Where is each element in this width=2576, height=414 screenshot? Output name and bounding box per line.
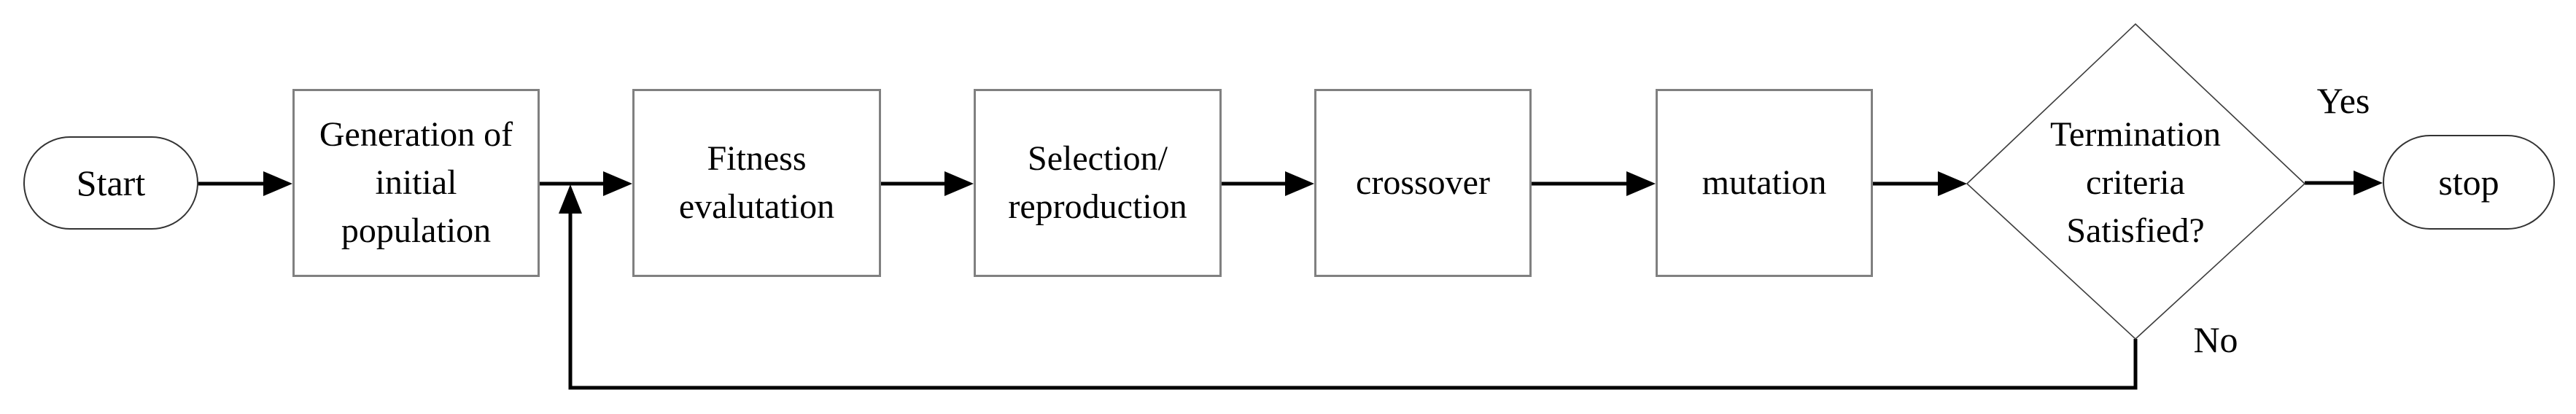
fitness-box: Fitness evalutation (632, 89, 881, 277)
mutation-box: mutation (1656, 89, 1873, 277)
no-label: No (2193, 319, 2238, 360)
arrowhead-icon (603, 171, 632, 196)
fitness-label: Fitness evalutation (678, 139, 835, 226)
crossover-box: crossover (1314, 89, 1532, 277)
selection-box: Selection/ reproduction (974, 89, 1222, 277)
generation-box: Generation of initial population (292, 89, 540, 277)
arrowhead-icon (2354, 171, 2383, 195)
yes-label: Yes (2316, 80, 2370, 121)
arrowhead-icon (1938, 171, 1967, 196)
stop-node: stop (2383, 135, 2555, 230)
start-label: Start (76, 163, 146, 203)
arrow-start-to-generation (198, 171, 292, 196)
arrow-fitness-to-selection (881, 171, 974, 196)
arrow-mutation-to-termination (1873, 171, 1967, 196)
arrow-termination-to-stop (2305, 171, 2383, 195)
selection-label: Selection/ reproduction (1008, 139, 1187, 226)
arrowhead-up-icon (559, 184, 582, 214)
start-node: Start (23, 136, 198, 230)
termination-diamond: Termination criteria Satisfied? (1990, 111, 2281, 255)
termination-label: Termination criteria Satisfied? (2050, 115, 2221, 250)
arrow-generation-to-fitness (540, 171, 632, 196)
arrow-crossover-to-mutation (1532, 171, 1656, 196)
arrowhead-icon (263, 171, 292, 196)
termination-diamond-shape (1966, 23, 2306, 340)
feedback-loop-no (559, 184, 2138, 390)
arrowhead-icon (944, 171, 974, 196)
mutation-label: mutation (1702, 163, 1827, 202)
stop-label: stop (2438, 162, 2499, 203)
crossover-label: crossover (1356, 163, 1490, 202)
arrowhead-icon (1285, 171, 1314, 196)
generation-label: Generation of initial population (319, 115, 513, 250)
arrow-selection-to-crossover (1222, 171, 1314, 196)
arrowhead-icon (1626, 171, 1656, 196)
